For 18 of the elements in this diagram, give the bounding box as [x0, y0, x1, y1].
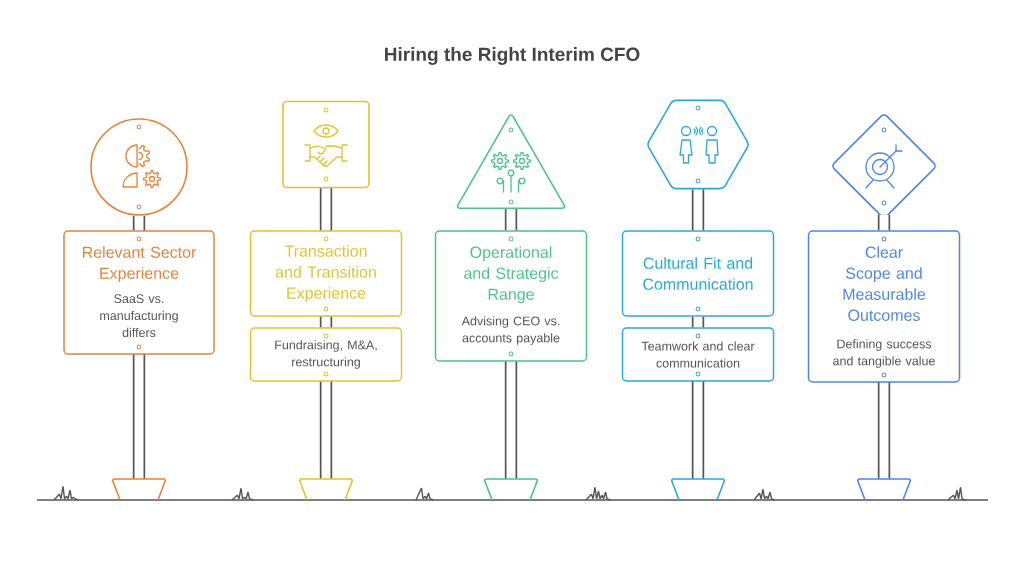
title: Hiring the Right Interim CFO	[385, 47, 640, 65]
sign-post	[504, 209, 518, 231]
sign-post	[691, 189, 705, 231]
sign-post	[319, 188, 333, 231]
sign-board: Teamwork and clear communication	[621, 327, 775, 382]
sign-post	[132, 215, 146, 231]
sign-text: Defining success and tangible value	[833, 339, 935, 368]
sign-board: Cultural Fit and Communication	[621, 230, 775, 317]
sign-board: Transaction and Transition Experience	[249, 230, 403, 317]
sign-post	[319, 316, 333, 328]
sign-heading: Operational and Strategic Range	[464, 246, 559, 304]
sign-text: SaaS vs. manufacturing differs	[100, 294, 178, 338]
sign-heading: Clear Scope and Measurable Outcomes	[843, 246, 926, 321]
sign-post	[691, 316, 705, 328]
sign-board: Fundraising, M&A, restructuring	[249, 327, 403, 382]
sign-heading: Relevant Sector Experience	[82, 246, 197, 283]
sign-text: Advising CEO vs. accounts payable	[461, 316, 560, 345]
sign-post	[877, 214, 891, 231]
